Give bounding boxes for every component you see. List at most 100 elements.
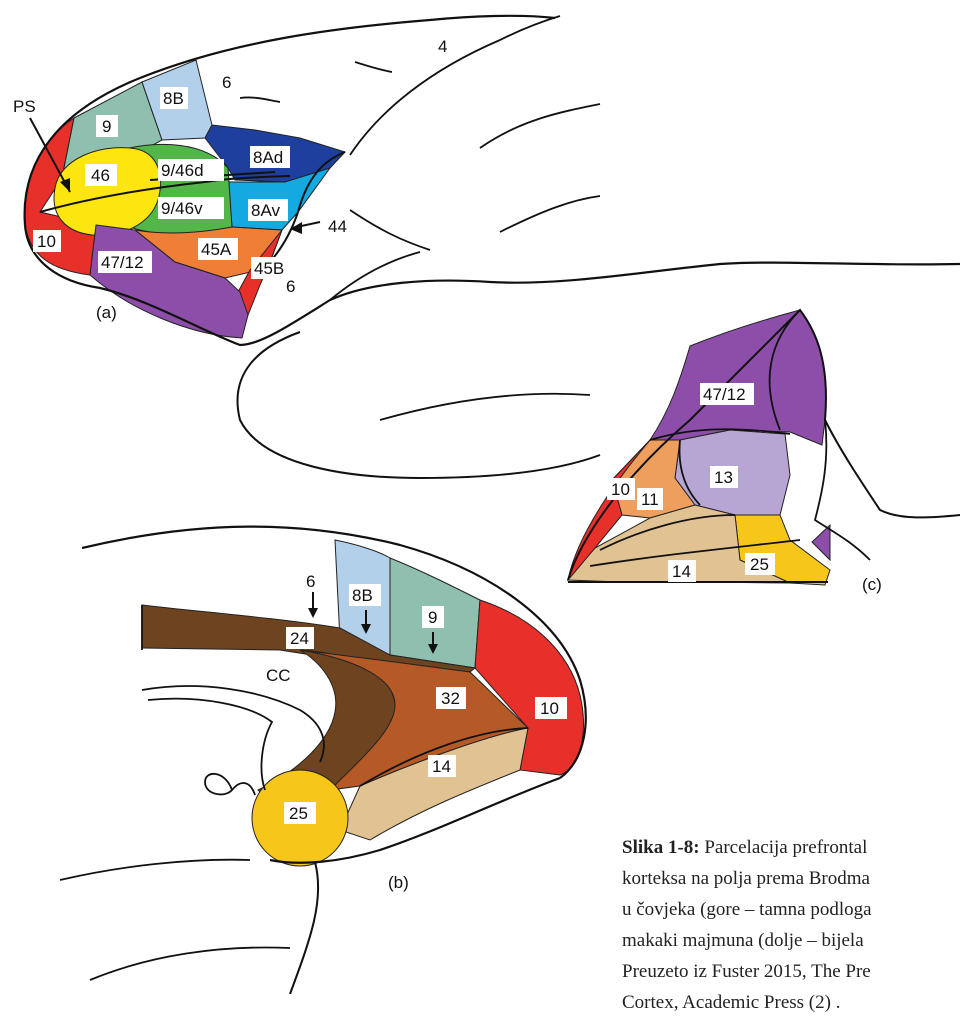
panel-tag-c: (c) [862, 575, 882, 594]
caption-line-2: korteksa na polja prema Brodma [622, 868, 870, 889]
cerebellum-b [89, 946, 291, 981]
temporal-lobe-a [236, 331, 601, 480]
brodmann-figure: PS 4 6 8B 9 8Ad 46 9/46d 9/46v 8Av 44 10… [13, 14, 961, 994]
label-6-top: 6 [222, 73, 231, 92]
label-box-32 [436, 687, 466, 709]
label-box-8b-b [349, 584, 381, 606]
label-box-25-b [284, 802, 316, 824]
label-8b-a: 8B [163, 89, 184, 108]
sulcus-small-1-a [239, 96, 281, 103]
label-ps: PS [13, 97, 36, 116]
label-45b: 45B [254, 259, 284, 278]
caption-line-3: u čovjeka (gore – tamna podloga [622, 899, 872, 920]
sulcus-c-1 [649, 428, 791, 441]
label-box-14-b [428, 755, 456, 777]
brain-outline-a [23, 14, 556, 226]
caption-line1-text: Parcelacija prefrontal [699, 837, 868, 858]
panel-a: PS 4 6 8B 9 8Ad 46 9/46d 9/46v 8Av 44 10… [13, 14, 961, 480]
label-8av: 8Av [251, 201, 280, 220]
label-box-8av [248, 199, 288, 221]
label-box-4712-a [98, 251, 152, 273]
label-14-b: 14 [432, 757, 451, 776]
orbital-right-c [813, 419, 871, 561]
label-box-9-a [96, 115, 118, 137]
sulcus-c-4 [599, 514, 736, 551]
label-6-bottom: 6 [286, 277, 295, 296]
cc-upper-b [141, 685, 325, 763]
sulcus-b-2 [359, 727, 529, 787]
sulcus-right-4-a [329, 251, 421, 301]
label-4712-c: 47/12 [703, 385, 746, 404]
sulcus-c-5 [589, 539, 801, 567]
area-4712-c [649, 309, 827, 446]
sulcus-central-a [349, 15, 561, 156]
ps-arrowhead [60, 178, 70, 192]
label-box-8b-a [160, 87, 188, 109]
label-8ad: 8Ad [253, 148, 283, 167]
loop-b [204, 773, 256, 796]
label-11: 11 [641, 490, 659, 509]
caption-line-5: Preuzeto iz Fuster 2015, The Pre [622, 961, 871, 982]
arrow-6-head-b [308, 608, 318, 618]
label-14-c: 14 [672, 562, 691, 581]
lower-line-b [59, 858, 251, 881]
area-purple-tip-c [811, 523, 831, 562]
label-cc: CC [266, 666, 291, 685]
label-box-9-b [422, 606, 444, 628]
label-946d: 9/46d [161, 161, 204, 180]
label-box-24 [286, 627, 314, 649]
label-10-b: 10 [540, 699, 559, 718]
medial-outline-top-b [81, 525, 587, 779]
medial-outline-bottom-b [269, 776, 561, 864]
arrow-8b-head-b [361, 624, 371, 634]
sulcus-small-2-a [354, 61, 393, 73]
caption-line-6: Cortex, Academic Press (2) . [622, 992, 841, 1013]
caption-line-4: makaki majmuna (dolje – bijela [622, 930, 864, 951]
arrow-9-head-b [428, 644, 438, 654]
label-box-45a [198, 238, 238, 260]
label-box-8ad [250, 146, 290, 168]
cc-lower-b [147, 697, 274, 791]
sulcus-arcuate-a [269, 151, 346, 263]
label-25-b: 25 [289, 804, 308, 823]
panel-b: 6 8B 9 24 CC 32 10 14 25 (b) [59, 525, 587, 994]
sulcus-right-2-a [499, 195, 601, 233]
label-box-946d [158, 159, 224, 181]
brainstem-b [289, 861, 320, 994]
label-box-14-c [668, 560, 696, 582]
label-box-10-c [607, 478, 635, 500]
label-box-10-b [535, 697, 567, 719]
frontal-lower-outline-a [23, 224, 961, 347]
panel-tag-a: (a) [96, 303, 117, 322]
sulcus-ps-a [39, 175, 291, 213]
label-box-11 [637, 488, 663, 510]
label-6-b: 6 [306, 572, 315, 591]
label-10-a: 10 [37, 232, 56, 251]
label-25-c: 25 [750, 555, 769, 574]
label-9-b: 9 [428, 608, 437, 627]
figure-caption: Slika 1-8: Parcelacija prefrontal kortek… [622, 832, 962, 1018]
label-4712-a: 47/12 [101, 253, 144, 272]
area-14-b [339, 727, 529, 841]
label-box-45b [251, 257, 291, 279]
label-box-4712-c [700, 383, 754, 405]
label-box-10-a [33, 230, 61, 252]
label-24: 24 [290, 629, 309, 648]
sulcus-right-3-a [349, 209, 431, 251]
orbital-outline-c [567, 308, 961, 581]
label-32: 32 [441, 689, 460, 708]
caption-line-1: Slika 1-8: Parcelacija prefrontal [622, 832, 962, 863]
sulcus-c-3 [768, 309, 801, 431]
label-44: 44 [328, 217, 347, 236]
temporal-sulcus-a [379, 392, 591, 421]
ps-arrow [29, 117, 71, 193]
label-8b-b: 8B [352, 586, 373, 605]
label-946v: 9/46v [161, 199, 203, 218]
sulcus-right-1-a [479, 103, 601, 149]
label-9-a: 9 [102, 117, 111, 136]
label-box-946v [158, 197, 224, 219]
arrow-44-head [290, 222, 302, 234]
label-box-25-c [745, 553, 775, 575]
label-box-46 [85, 164, 117, 186]
label-box-13 [710, 466, 738, 488]
